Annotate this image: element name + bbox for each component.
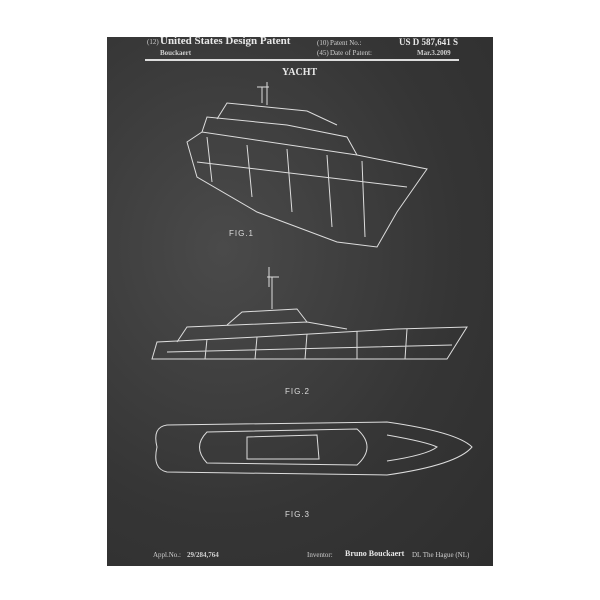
code-10: (10) [317,39,329,47]
patent-title: United States Design Patent [160,35,291,47]
date-label: Date of Patent: [330,49,372,57]
inventor-label: Inventor: [307,551,333,559]
patent-puzzle-board: (12) United States Design Patent (10) Pa… [107,35,493,566]
inventor-location: DL The Hague (NL) [412,551,470,559]
inventor-name: Bruno Bouckaert [345,549,405,558]
code-45: (45) [317,49,329,57]
fig1-label: FIG.1 [229,229,255,238]
drawing-title: YACHT [282,67,318,78]
patent-date: Mar.3.2009 [417,49,451,57]
code-12: (12) [147,38,159,46]
inventor-short: Bouckaert [160,49,192,57]
yacht-drawings [151,82,473,476]
appl-label: Appl.No.: [153,551,181,559]
header-divider [145,59,459,61]
fig2-yacht-side [151,267,468,360]
patent-no: US D 587,641 S [399,37,459,47]
fig3-label: FIG.3 [285,510,311,519]
fig3-yacht-top [155,421,473,476]
patent-no-label: Patent No.: [330,39,362,47]
appl-no: 29/284,764 [187,551,219,559]
fig2-label: FIG.2 [285,387,311,396]
fig1-yacht-perspective [186,82,428,248]
